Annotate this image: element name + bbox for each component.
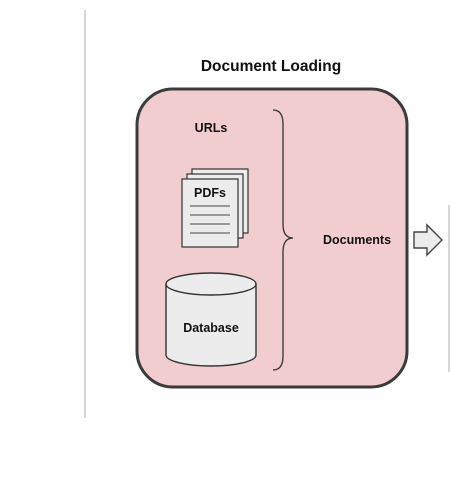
database-icon [165, 272, 257, 367]
database-label: Database [183, 321, 239, 335]
documents-label: Documents [323, 233, 391, 247]
diagram-title: Document Loading [201, 58, 341, 75]
urls-label: URLs [195, 121, 228, 135]
pdfs-label: PDFs [194, 186, 226, 200]
grouping-brace [272, 109, 294, 371]
pdf-documents-icon [181, 168, 249, 248]
output-arrow-icon [413, 223, 443, 257]
